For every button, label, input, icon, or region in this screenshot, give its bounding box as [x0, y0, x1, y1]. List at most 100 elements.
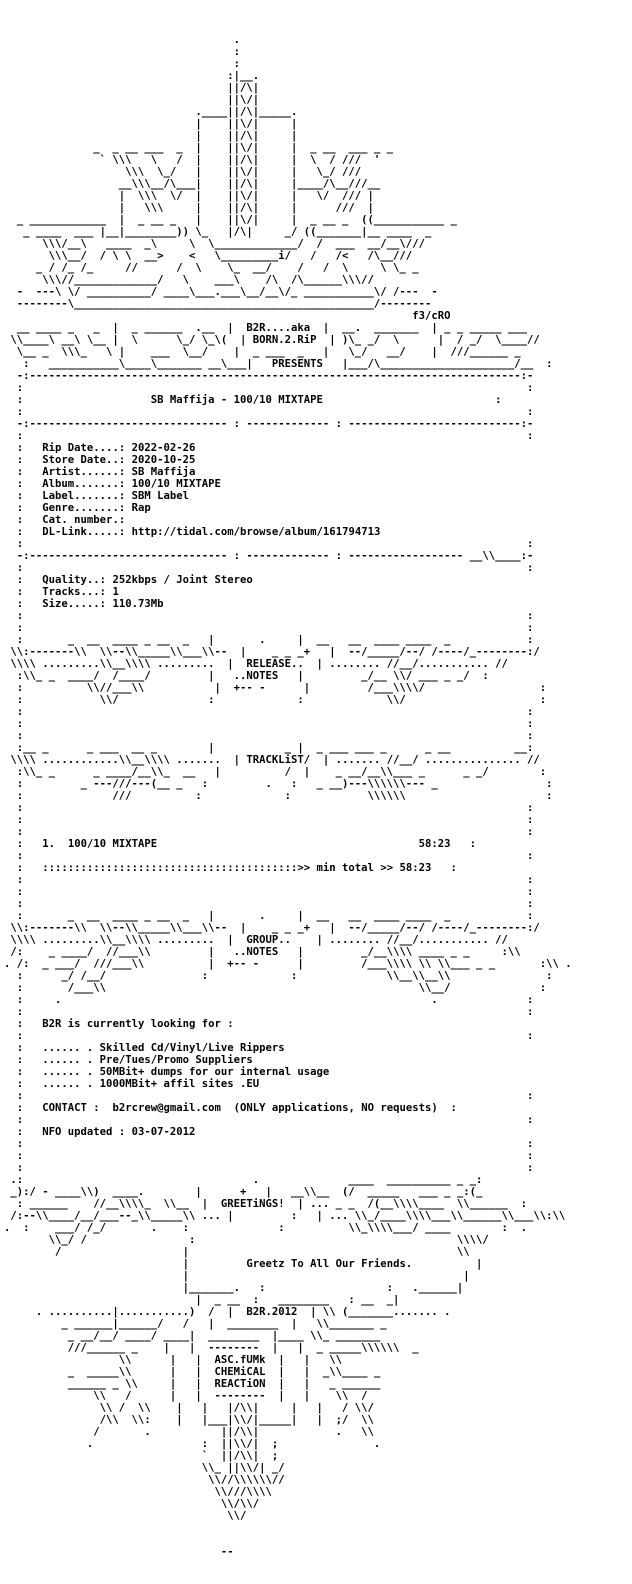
release-notes-art: : \\/ : : \\/ : — [4, 694, 547, 706]
release-notes-art: : _ __ ____ _ __ _ | . | __ __ ____ ____… — [4, 634, 534, 646]
info-value: 2020-10-25 — [131, 454, 196, 466]
total-row: : ::::::::::::::::::::::::::::::::::::::… — [4, 862, 457, 874]
divider: : : — [4, 1114, 534, 1126]
info-row: : Store Date..: 2020-10-25 — [4, 454, 196, 466]
track-number: 1. — [42, 838, 56, 850]
looking-row: : B2R is currently looking for : — [4, 1018, 234, 1030]
divider: : : — [4, 382, 534, 394]
header-ascii-art: . : : :|__. ||/\| ||\/| — [10, 34, 553, 382]
divider: : : — [4, 886, 534, 898]
divider: : : — [4, 730, 534, 742]
greetz-row: | Greetz To All Our Friends. | — [4, 1258, 483, 1270]
info-key: Artist......: — [42, 466, 126, 478]
group-notes-art: : _ __ ____ _ __ _ | . | __ __ ____ ____… — [4, 910, 534, 922]
group-notes-label: GROUP.. — [246, 934, 292, 946]
footer-art: \\///\\\\ — [4, 1486, 272, 1498]
info-value: SBM Label — [131, 490, 189, 502]
want-row: : ...... . 50MBit+ dumps for our interna… — [4, 1066, 330, 1078]
looking-text: B2R is currently looking for : — [42, 1018, 234, 1030]
divider: : : — [4, 1162, 534, 1174]
divider — [4, 1522, 572, 1534]
footer-art: \\ / \\ | | |/\\| | | / \\/ — [4, 1402, 374, 1414]
footer-row: ______ _ \\ | | REACTiON | | _ ______ — [4, 1378, 381, 1390]
divider: : : — [4, 538, 534, 550]
footer-name: REACTiON — [214, 1378, 266, 1390]
quality-row: : Tracks...: 1 — [4, 586, 119, 598]
divider: : : — [4, 610, 534, 622]
footer-art: \\/\\/ — [4, 1498, 260, 1510]
info-value: 100/10 MIXTAPE — [131, 478, 221, 490]
info-key: Label.......: — [42, 490, 126, 502]
info-value: SB Maffija — [131, 466, 196, 478]
want-item: ...... . 1000MBit+ affil sites .EU — [42, 1078, 260, 1090]
info-key: Genre.......: — [42, 502, 126, 514]
contact-label: CONTACT : — [42, 1102, 100, 1114]
greetings-art: /:--\\____/__/___--_\\_____\\ ... | : | … — [4, 1210, 566, 1222]
contact-row: : CONTACT : b2rcrew@gmail.com (ONLY appl… — [4, 1102, 457, 1114]
want-row: : ...... . Skilled Cd/Vinyl/Live Rippers — [4, 1042, 285, 1054]
tracklist-art: : _ ---///---(__ _ : . : _ __)---\\\\\\-… — [4, 778, 553, 790]
divider — [4, 1534, 572, 1546]
release-notes-label: ..NOTES — [233, 670, 279, 682]
nfo-text: . : : :|__. ||/\| ||\/| — [4, 34, 572, 1558]
release-title: SB Maffija - 100/10 MIXTAPE — [150, 394, 323, 406]
divider: : : — [4, 802, 534, 814]
info-value: Rap — [131, 502, 151, 514]
want-item: ...... . Pre/Tues/Promo Suppliers — [42, 1054, 253, 1066]
group-notes-art: . /: _ ___/ ///___\\ | +-- - | /___\\\\ … — [4, 958, 572, 970]
greetings-art: .: . ____ __________ _ _: — [4, 1174, 483, 1186]
footer-art: . : ||\\/| ; . — [4, 1438, 381, 1450]
info-row: : Label.......: SBM Label — [4, 490, 189, 502]
quality-key: Quality..: — [42, 574, 107, 586]
want-item: ...... . 50MBit+ dumps for our internal … — [42, 1066, 330, 1078]
quality-key: Tracks...: — [42, 586, 107, 598]
tracklist-label: TRACKLiST — [246, 754, 304, 766]
footer-name: CHEMiCAL — [214, 1366, 266, 1378]
footer-art: \\/ — [4, 1510, 247, 1522]
group-notes-row: \\\\ .........\\__\\\\ ......... | GROUP… — [4, 934, 508, 946]
info-key: Store Date..: — [42, 454, 126, 466]
total-time: ::::::::::::::::::::::::::::::::::::::::… — [42, 862, 432, 874]
footer-art: _ ______|______/ / | ________ | \\______… — [4, 1318, 387, 1330]
info-row: : DL-Link.....: http://tidal.com/browse/… — [4, 526, 381, 538]
divider: : : — [4, 706, 534, 718]
group-notes-art: \\:-------\\ \\--\\_____\\___\\-- | _ _ … — [4, 922, 540, 934]
greetings-art: / | \\ — [4, 1246, 470, 1258]
track-length: 58:23 — [418, 838, 451, 850]
contact-note: (ONLY applications, NO requests) — [233, 1102, 438, 1114]
tracklist-row: \\\\ ............\\__\\\\ ....... | TRAC… — [4, 754, 540, 766]
footer-row: . ..........|...........) / | B2R.2012 |… — [4, 1306, 451, 1318]
divider: : : — [4, 1138, 534, 1150]
divider: : : — [4, 562, 534, 574]
group-notes-label: ..NOTES — [233, 946, 279, 958]
tracklist-art: :__ _ _ ___ __ _ | _ | _ ___ ___ _ _ __ … — [4, 742, 534, 754]
divider: : : — [4, 718, 534, 730]
tracklist-art: : /// : : \\\\\\ : — [4, 790, 553, 802]
divider: : : — [4, 406, 534, 418]
divider: : : — [4, 826, 534, 838]
info-value: 2022-02-26 — [131, 442, 196, 454]
greetings-row: : ______ //__\\\\_ \\__ | GREETiNGS! | .… — [4, 1198, 528, 1210]
contact-email[interactable]: b2rcrew@gmail.com — [112, 1102, 221, 1114]
quality-row: : Size.....: 110.73Mb — [4, 598, 164, 610]
info-row: : Cat. number.: — [4, 514, 126, 526]
info-key: Rip Date....: — [42, 442, 126, 454]
footer-art: ` ||/\\| ; — [4, 1450, 279, 1462]
footer-art: _ __/__/ ____/ ____| ________ |____ \\_ … — [4, 1330, 381, 1342]
greetings-label: GREETiNGS! — [220, 1198, 285, 1210]
divider: : : — [4, 430, 534, 442]
info-row: : Genre.......: Rap — [4, 502, 151, 514]
release-notes-art: : \\//___\\ | +-- - | /___\\\\/ : — [4, 682, 547, 694]
quality-value: 1 — [112, 586, 119, 598]
nfo-updated: NFO updated : 03-07-2012 — [42, 1126, 196, 1138]
info-row: : Artist......: SB Maffija — [4, 466, 196, 478]
quality-value: 252kbps / Joint Stereo — [112, 574, 253, 586]
divider: : : — [4, 1090, 534, 1102]
footer-name: B2R.2012 — [246, 1306, 298, 1318]
dl-link[interactable]: http://tidal.com/browse/album/161794713 — [131, 526, 381, 538]
footer-art: \\ / | | -------- | | \\ / — [4, 1390, 368, 1402]
track-title: 100/10 MIXTAPE — [67, 838, 158, 850]
greetings-art: \\_/ / : \\\\/ — [4, 1234, 489, 1246]
footer-art: \\_ ||\\/| _/ — [4, 1462, 285, 1474]
quality-value: 110.73Mb — [112, 598, 164, 610]
